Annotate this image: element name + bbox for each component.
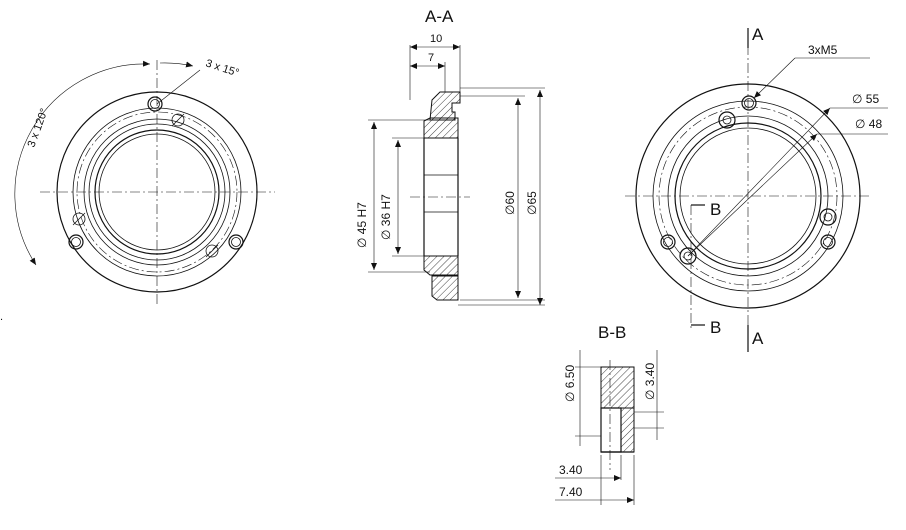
bb-lower-hole: [600, 407, 622, 453]
thread-label: 3xM5: [808, 43, 838, 57]
angle-15-leader: [156, 69, 201, 105]
cut-b-bottom-label: B: [710, 318, 721, 337]
hole-top-right: [171, 113, 185, 127]
dim-7-label: 7: [428, 52, 434, 64]
dim-10-label: 10: [430, 33, 442, 45]
dim-d48-leader: [687, 133, 818, 257]
hole-bottom-right-small: [205, 244, 219, 258]
margin-tick: .: [0, 311, 3, 323]
right-hole-bottom-left: [679, 247, 697, 265]
dim-d60-label: ∅60: [503, 191, 517, 215]
dim-d45-label: ∅ 45 H7: [355, 202, 369, 248]
bb-dim-340h-label: 3.40: [559, 463, 583, 477]
angle-120-arc: [14, 60, 151, 266]
hole-top: [147, 96, 163, 112]
hole-bottom-left: [68, 234, 84, 250]
section-bottom-flange: [431, 275, 459, 301]
section-aa-title: A-A: [425, 7, 454, 26]
angle-120-label: 3 x 120°: [26, 107, 51, 149]
dim-d48-label: ∅ 48: [855, 117, 882, 131]
right-hole-top-left: [718, 111, 736, 129]
dim-d55-label: ∅ 55: [852, 92, 879, 106]
section-a-a: A-A 10 7 ∅ 45 H7 ∅ 36 H7: [355, 7, 545, 306]
cut-a-bottom-label: A: [752, 329, 764, 348]
cut-a-top-label: A: [752, 25, 764, 44]
bb-lower-right: [620, 407, 635, 453]
angle-15-label: 3 x 15°: [204, 57, 240, 79]
bb-upper-block: [600, 366, 635, 409]
left-front-view: 3 x 120° 3 x 15°: [14, 57, 275, 305]
right-hole-right: [819, 208, 837, 226]
bb-dim-650-label: ∅ 6.50: [563, 365, 577, 402]
section-bb-title: B-B: [598, 323, 626, 342]
dim-d36-label: ∅ 36 H7: [379, 194, 393, 240]
hole-bottom-right: [228, 234, 244, 250]
thread-leader: [753, 57, 796, 99]
dim-d55-leader: [687, 107, 831, 257]
angle-15-arc: [159, 61, 194, 68]
section-hub-top: [423, 117, 459, 139]
right-hole-top: [741, 95, 757, 111]
bolt-circle: [76, 111, 238, 273]
dim-d65-label: ∅65: [525, 191, 539, 215]
cut-b-top-label: B: [710, 200, 721, 219]
right-front-view: A A B B: [625, 25, 888, 352]
section-top-flange: [429, 91, 461, 121]
section-b-b: B-B ∅ 6.50 ∅ 3.40 3.40 7.40: [555, 323, 664, 505]
right-hole-far-right: [820, 234, 836, 250]
section-hub-bottom: [423, 255, 459, 276]
bb-dim-740-label: 7.40: [559, 485, 583, 499]
right-hole-left: [660, 234, 676, 250]
bb-dim-340v-label: ∅ 3.40: [643, 363, 657, 400]
